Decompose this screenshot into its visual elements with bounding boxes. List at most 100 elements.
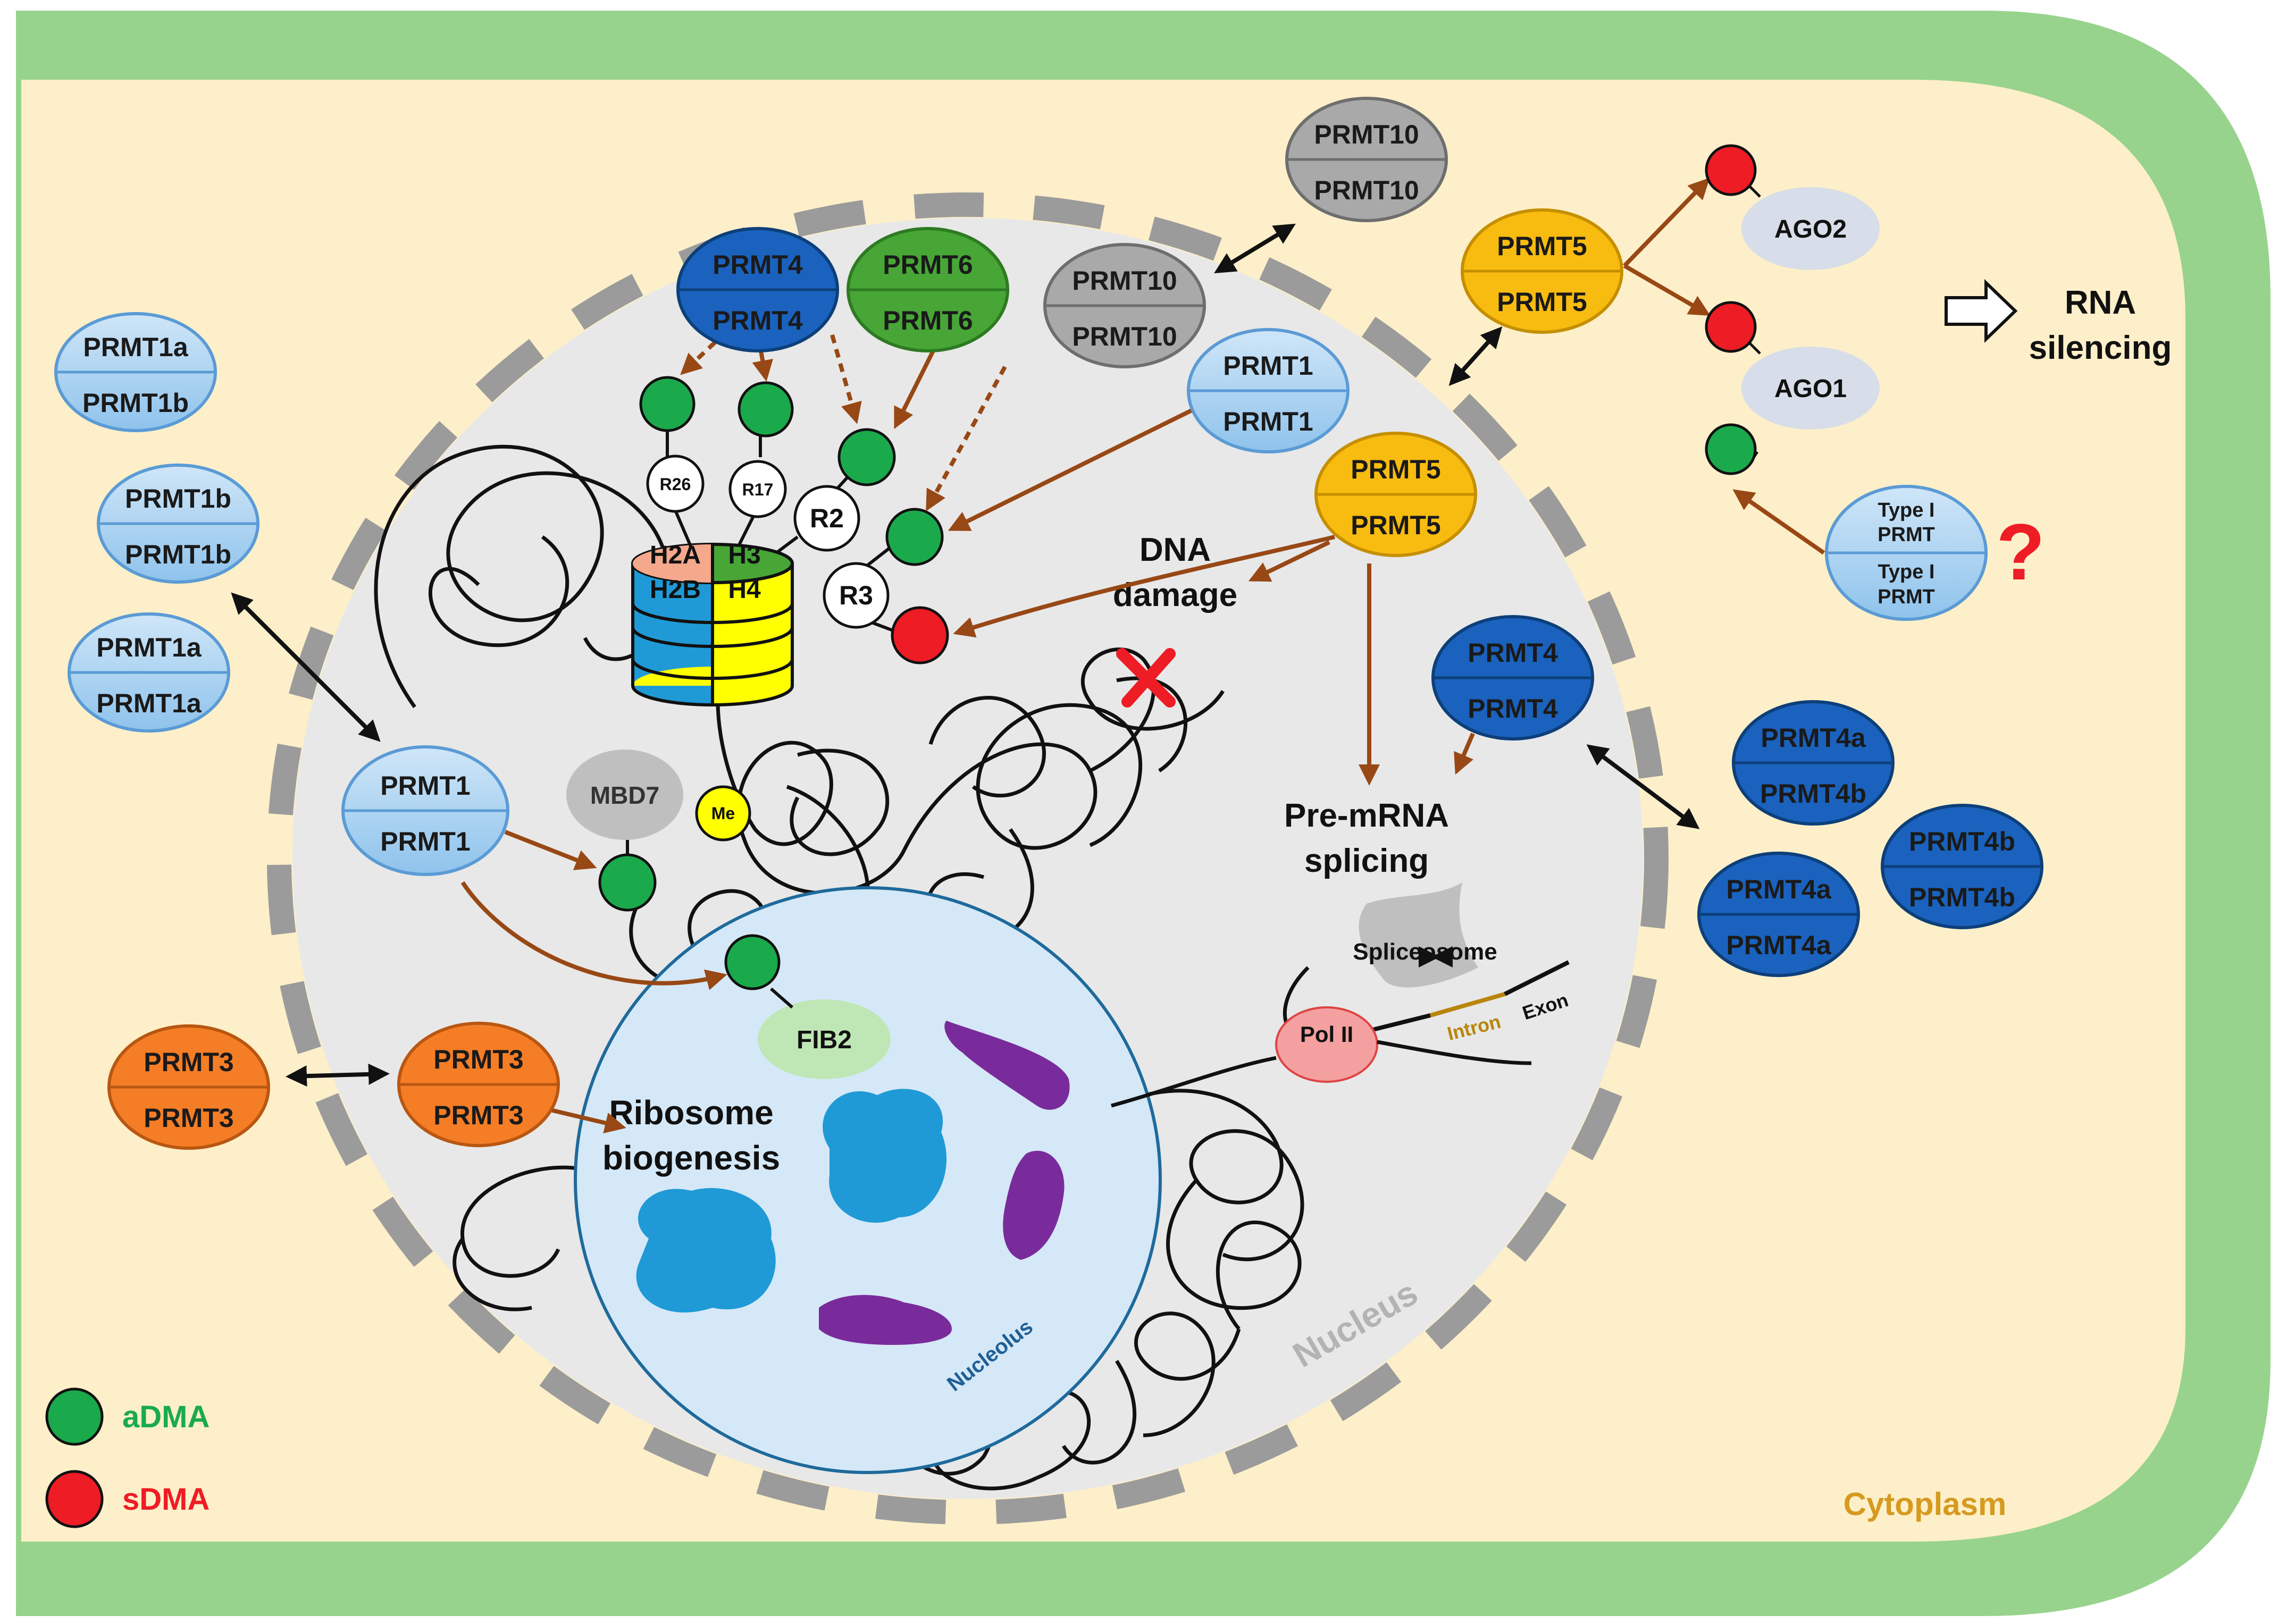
residue-r26: R26 <box>660 475 691 494</box>
dna-damage-line1: DNA <box>1140 532 1211 568</box>
histone-h4: H4 <box>728 576 761 604</box>
prmt4-top-dimer-top-label: PRMT4 <box>713 250 803 280</box>
prmt4a-prmt4b-dimer-bottom-label: PRMT4b <box>1760 779 1866 809</box>
prmt10-cytoplasmic-dimer-top-label: PRMT10 <box>1314 120 1419 149</box>
prmt5-nuclear-dimer-bottom-label: PRMT5 <box>1351 510 1440 540</box>
prmt3-cytoplasmic-dimer-top-label: PRMT3 <box>144 1047 233 1077</box>
mbd7-protein <box>566 750 683 840</box>
nucleosome <box>631 543 794 706</box>
prmt3-nuclear-dimer-bottom-label: PRMT3 <box>433 1100 523 1130</box>
prmt1a-prmt1b-dimer-bottom-label: PRMT1b <box>82 388 189 418</box>
ribosome-biogenesis-line2: biogenesis <box>602 1139 780 1177</box>
prmt4a-prmt4a-dimer-bottom-label: PRMT4a <box>1726 930 1831 960</box>
residue-r2: R2 <box>810 503 844 533</box>
prmt6-dimer-bottom-label: PRMT6 <box>883 306 973 335</box>
fib2-tail <box>770 987 793 1009</box>
histone-h3: H3 <box>728 541 760 569</box>
ribosome-biogenesis-line1: Ribosome <box>609 1093 773 1132</box>
prmt4-nuclear-dimer-top-label: PRMT4 <box>1468 638 1558 668</box>
prmt10-nuclear-dimer-bottom-label: PRMT10 <box>1072 322 1177 351</box>
pol-ii-label: Pol II <box>1300 1022 1353 1047</box>
prmt4a-prmt4a-dimer-top-label: PRMT4a <box>1726 874 1831 904</box>
legend-sdma-label: sDMA <box>122 1482 210 1517</box>
adma-mark-r2 <box>837 428 896 486</box>
pre-mrna-splicing-line2: splicing <box>1304 843 1429 879</box>
spliceosome-label: Spliceosome <box>1353 939 1497 965</box>
adma-mark-mbd7 <box>598 853 657 912</box>
type1-prmt-dimer-bottom-label-1: Type I <box>1878 561 1935 583</box>
me-mark <box>695 785 751 842</box>
prmt4b-prmt4b-dimer-top-label: PRMT4b <box>1909 827 2015 856</box>
residue-r3: R3 <box>839 580 873 610</box>
prmt1a-prmt1a-dimer-top-label: PRMT1a <box>96 633 202 662</box>
prmt10-nuclear-dimer-top-label: PRMT10 <box>1072 266 1177 296</box>
prmt1b-prmt1b-dimer-bottom-label: PRMT1b <box>125 540 231 569</box>
pol-ii-template-dna <box>1111 1040 1532 1108</box>
prmt4a-prmt4b-dimer-top-label: PRMT4a <box>1761 723 1866 753</box>
type1-prmt-dimer-top-label-2: PRMT <box>1878 524 1935 546</box>
pre-mrna-strand <box>1366 960 1570 1033</box>
pol-ii <box>1275 1006 1378 1083</box>
legend <box>45 1387 104 1528</box>
ago2-protein <box>1741 187 1880 270</box>
histone-h2a: H2A <box>650 541 701 569</box>
adma-mark-r26 <box>639 376 696 432</box>
prmt6-dimer-top-label: PRMT6 <box>883 250 973 280</box>
residue-r17: R17 <box>742 480 774 499</box>
prmt3-nuclear-dimer-top-label: PRMT3 <box>433 1045 523 1074</box>
type1-prmt-dimer-top-label-1: Type I <box>1878 499 1935 521</box>
prmt1b-prmt1b-dimer-top-label: PRMT1b <box>125 484 231 514</box>
legend-adma-label: aDMA <box>122 1400 210 1434</box>
dna-damage-cross-icon <box>1116 648 1176 708</box>
mbd7-label: MBD7 <box>590 781 659 809</box>
prmt4b-prmt4b-dimer-bottom-label: PRMT4b <box>1909 882 2015 912</box>
nucleolus <box>574 886 1162 1474</box>
prmt5-nuclear-dimer-top-label: PRMT5 <box>1351 455 1440 484</box>
prmt-dimers: PRMT1aPRMT1bPRMT1bPRMT1bPRMT1aPRMT1aPRMT… <box>54 97 2043 1150</box>
adma-mark-r3 <box>885 508 944 566</box>
prmt1-upper-dimer-bottom-label: PRMT1 <box>1223 407 1313 436</box>
sdma-mark-ago1 <box>1705 301 1757 353</box>
rna-silencing-arrow-icon <box>1945 279 2018 343</box>
prmt4-nuclear-dimer-bottom-label: PRMT4 <box>1468 694 1558 723</box>
ago1-protein <box>1741 347 1880 430</box>
legend-sdma-swatch <box>45 1470 104 1528</box>
prmt4-top-dimer-bottom-label: PRMT4 <box>713 306 803 335</box>
histone-h2b: H2B <box>650 576 701 604</box>
prmt3-cytoplasmic-dimer-bottom-label: PRMT3 <box>144 1103 233 1133</box>
methylation-arrows <box>460 178 1825 1134</box>
prmt1a-prmt1b-dimer-top-label: PRMT1a <box>83 332 188 362</box>
methylation-marks <box>639 376 949 664</box>
legend-adma-swatch <box>45 1387 104 1446</box>
rna-silencing-line1: RNA <box>2065 284 2136 321</box>
prmt5-cytoplasmic-dimer-top-label: PRMT5 <box>1497 231 1587 261</box>
translocation-arrows <box>231 223 1700 1087</box>
adma-mark-r17 <box>738 381 794 437</box>
prmt1a-prmt1a-dimer-bottom-label: PRMT1a <box>96 688 202 718</box>
type1-prmt-dimer-bottom-label-2: PRMT <box>1878 586 1935 608</box>
me-label: Me <box>711 804 735 823</box>
ago1-label: AGO1 <box>1774 375 1847 403</box>
fib2-label: FIB2 <box>797 1026 852 1054</box>
rna-silencing-line2: silencing <box>2029 330 2172 366</box>
pre-mrna-splicing-line1: Pre-mRNA <box>1284 797 1449 834</box>
adma-mark-fib2 <box>724 934 781 990</box>
sdma-mark-ago2 <box>1705 144 1757 196</box>
adma-mark-ago1 <box>1705 423 1757 475</box>
type1-prmt-dimer: Type I PRMT Type I PRMT <box>1825 485 1988 621</box>
cytoplasm-label: Cytoplasm <box>1844 1486 2007 1522</box>
prmt1-nuclear-dimer-top-label: PRMT1 <box>380 771 470 801</box>
